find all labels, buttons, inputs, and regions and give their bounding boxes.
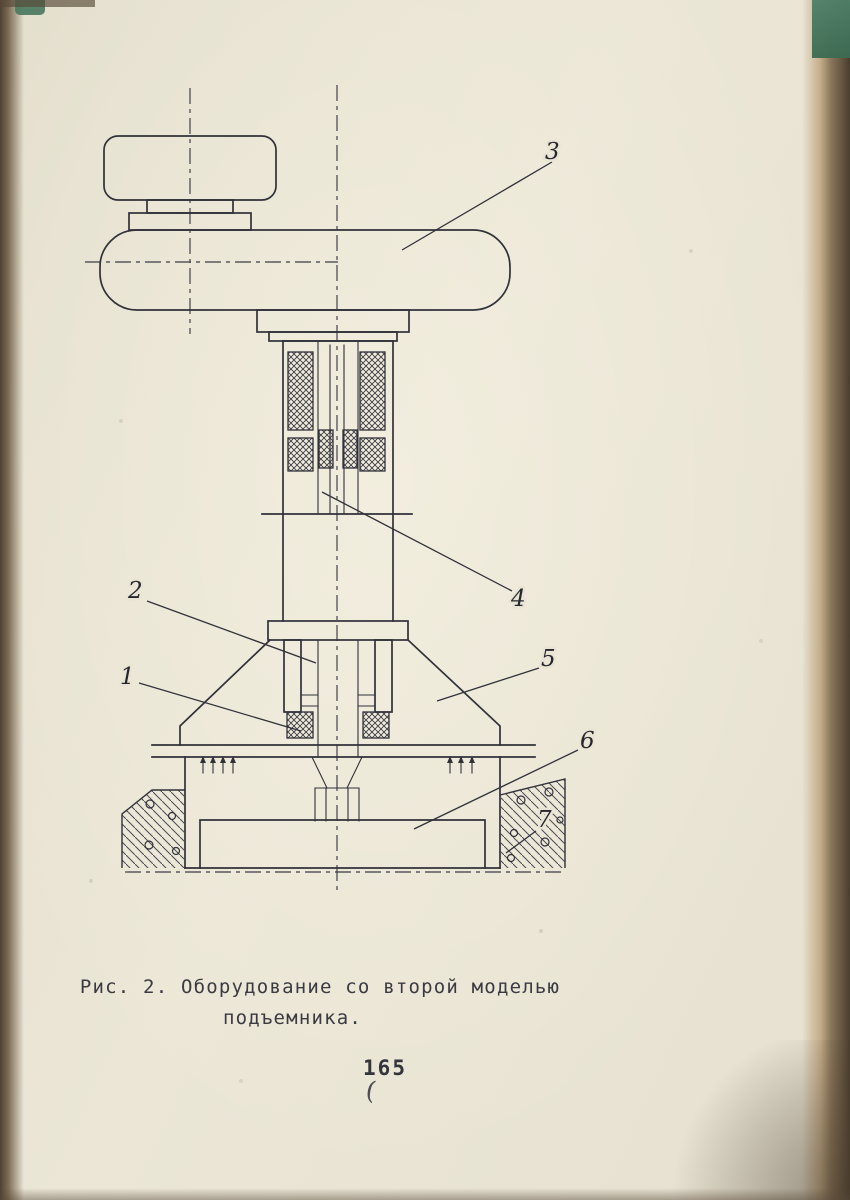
figure-label-4: 4 xyxy=(510,586,526,612)
centerlines xyxy=(85,85,565,893)
soil-left xyxy=(121,789,185,868)
upper-column xyxy=(261,340,413,515)
upper-flange xyxy=(256,309,410,342)
page-number: 165 xyxy=(363,1056,407,1080)
main-disc xyxy=(99,229,511,311)
figure-caption-line2: подъемника. xyxy=(222,1007,363,1029)
book-edge-right xyxy=(802,0,850,1200)
paper-speckles xyxy=(0,0,2,2)
foundation xyxy=(184,756,501,869)
figure-label-2: 2 xyxy=(127,578,143,604)
figure-labels: 3 4 2 1 5 6 7 xyxy=(118,137,598,836)
green-mark-top-right xyxy=(812,0,850,58)
figure-caption: Рис. 2. Оборудование со второй моделью п… xyxy=(10,972,630,1034)
lower-flange xyxy=(267,620,409,641)
figure-label-3: 3 xyxy=(545,139,560,165)
soil-right xyxy=(499,778,566,868)
figure-label-6: 6 xyxy=(580,728,595,754)
top-edge-shadow xyxy=(0,0,95,7)
figure-label-7: 7 xyxy=(537,807,552,833)
leader-lines xyxy=(138,161,579,854)
lower-column xyxy=(282,513,394,622)
housing xyxy=(179,638,501,758)
figure-caption-line1: Рис. 2. Оборудование со второй моделью xyxy=(79,976,561,998)
figure-label-1: 1 xyxy=(120,664,135,690)
figure-label-5: 5 xyxy=(541,646,556,672)
bottom-right-shadow xyxy=(660,1040,850,1200)
load-arrows xyxy=(200,756,475,774)
bottom-edge-shadow xyxy=(0,1188,850,1200)
book-edge-left xyxy=(0,0,24,1200)
base-plate xyxy=(151,744,536,758)
